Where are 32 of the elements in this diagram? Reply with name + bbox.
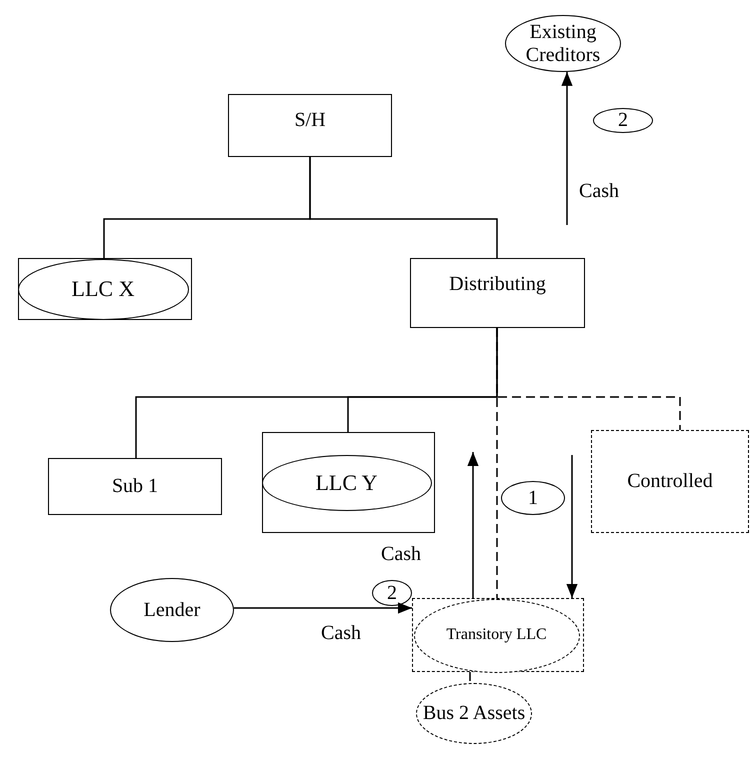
node-label: LLC Y [315, 470, 378, 496]
node-label: Controlled [627, 470, 713, 493]
arrow [566, 455, 578, 598]
node-label: LLC X [72, 276, 134, 302]
node-label: 2 [618, 109, 628, 132]
oval-node [416, 683, 532, 744]
oval-node [501, 481, 565, 515]
node-label: 2 [387, 582, 397, 604]
arrow [561, 72, 573, 225]
node-label: Sub 1 [112, 475, 158, 498]
oval-node [505, 15, 621, 72]
process-box [262, 432, 435, 533]
connector-line [347, 328, 498, 432]
process-box [410, 258, 585, 328]
oval-node [110, 578, 234, 642]
arrow [234, 602, 412, 614]
connector-line [309, 157, 498, 258]
node-label: Transitory LLC [446, 626, 547, 645]
dashed-box [591, 430, 749, 533]
node-label: 1 [528, 486, 538, 510]
connector-line [469, 672, 471, 684]
oval-node [262, 454, 432, 510]
node-label: Lender [144, 598, 200, 622]
node-label: Distributing [449, 273, 546, 296]
process-box [48, 458, 222, 515]
node-label: Existing Creditors [524, 20, 602, 66]
node-label: S/H [294, 109, 326, 132]
oval-node [372, 580, 412, 606]
oval-node [593, 108, 653, 133]
node-label: Bus 2 Assets [422, 702, 526, 725]
process-box [228, 94, 392, 157]
arrow [467, 452, 479, 598]
